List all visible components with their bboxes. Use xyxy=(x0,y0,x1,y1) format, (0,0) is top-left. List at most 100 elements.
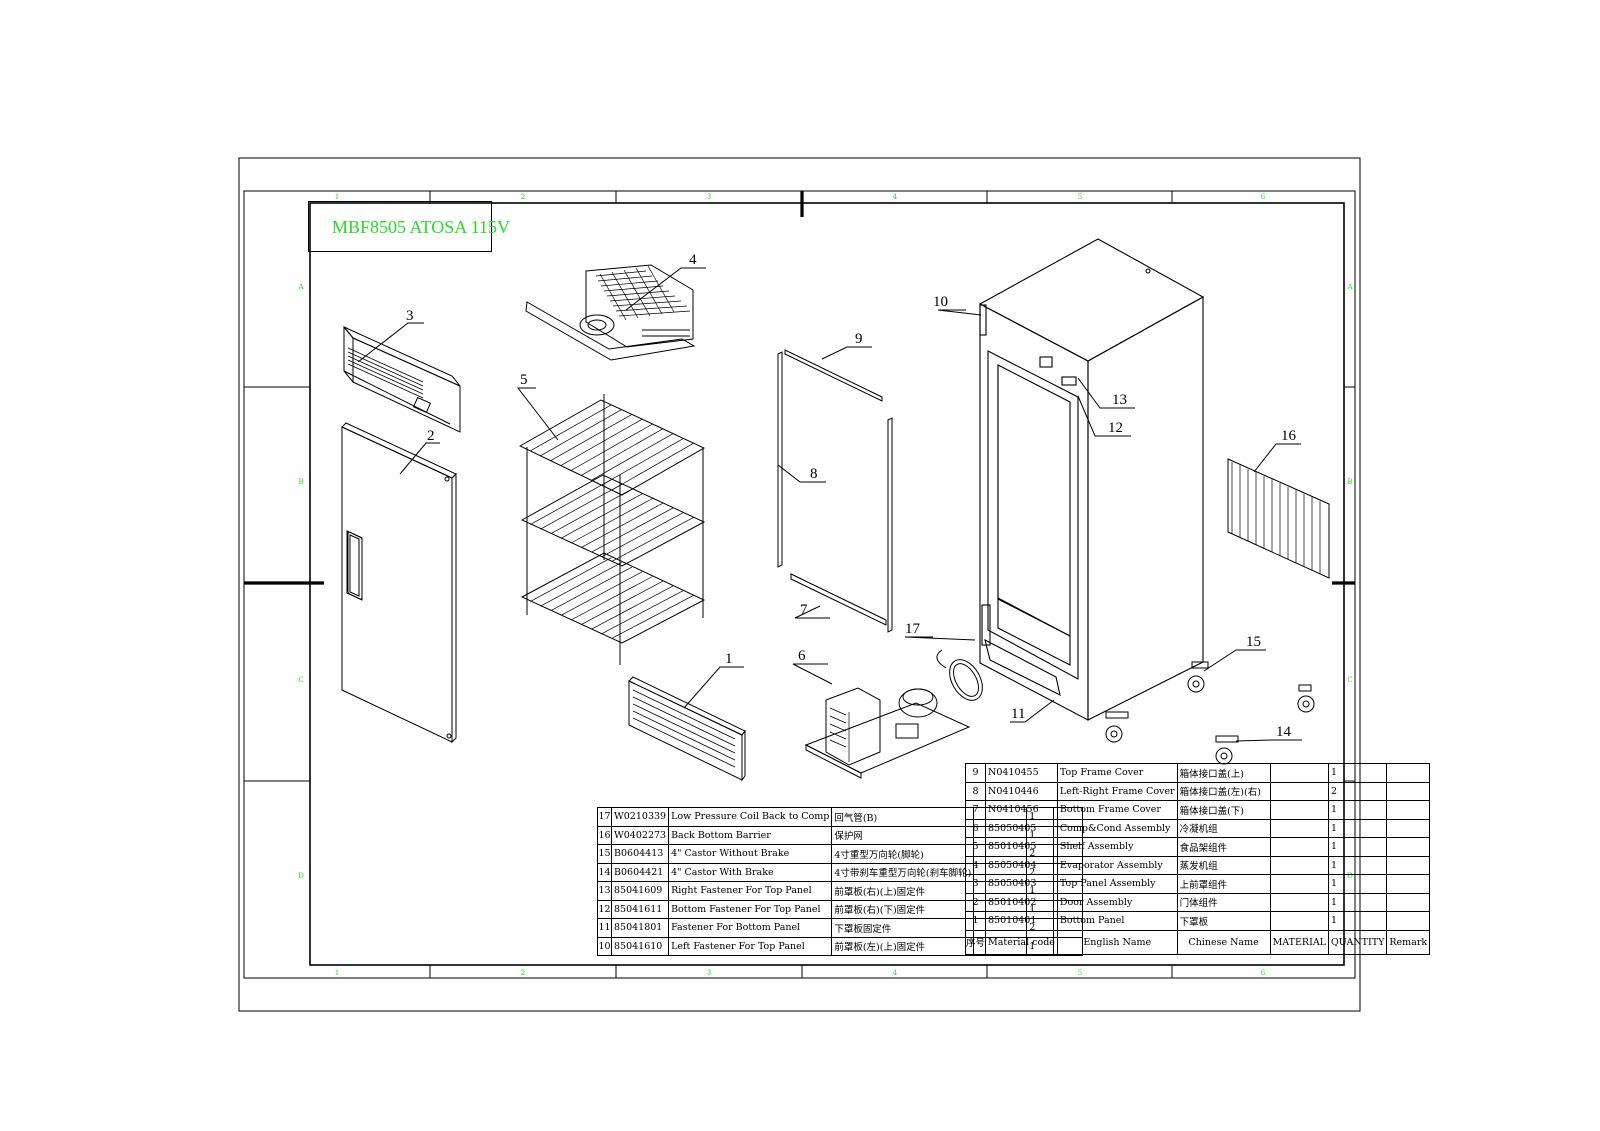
quantity-cell: 1 xyxy=(1327,837,1388,857)
part-4-evaporator xyxy=(525,264,696,361)
shelf-wire xyxy=(560,418,643,466)
remark-cell xyxy=(1053,918,1084,938)
shelf-wire xyxy=(540,409,622,457)
callout-14: 14 xyxy=(1276,724,1292,740)
item-number-cell: 16 xyxy=(597,825,612,845)
remark-cell xyxy=(1386,911,1431,931)
item-number-cell: 11 xyxy=(597,918,612,938)
item-number-cell: 13 xyxy=(597,881,612,901)
quantity-cell: 2 xyxy=(1327,781,1388,801)
chinese-name-cell: 冷凝机组 xyxy=(1176,818,1271,838)
material-header: MATERIAL xyxy=(1269,929,1330,955)
item-number-cell: 12 xyxy=(597,899,612,919)
callout-3: 3 xyxy=(406,308,414,324)
part-17-low-pressure-coil xyxy=(936,649,983,701)
chinese-name-cell: 下罩板 xyxy=(1176,911,1271,931)
chinese-name-header: Chinese Name xyxy=(1176,929,1271,955)
remark-cell xyxy=(1386,800,1431,820)
item-number-cell: 10 xyxy=(597,936,612,956)
drawing-title: MBF8505 ATOSA 115V xyxy=(308,201,510,252)
shelf-wire xyxy=(601,438,684,486)
material-cell xyxy=(973,881,1028,901)
callout-9: 9 xyxy=(855,331,863,347)
shelf-wire xyxy=(550,566,633,612)
zone-label-bottom: 2 xyxy=(521,969,525,977)
zone-label-top: 6 xyxy=(1261,193,1266,201)
callout-4: 4 xyxy=(689,252,697,268)
zone-label-top: 2 xyxy=(521,193,525,201)
chinese-name-cell: 箱体接口盖(左)(右) xyxy=(1176,781,1271,801)
shelf-wire xyxy=(530,479,612,525)
callout-13: 13 xyxy=(1112,392,1127,408)
callout-17: 17 xyxy=(905,621,921,637)
material-code-cell: N0410455 xyxy=(985,763,1058,783)
material-cell xyxy=(1269,781,1330,801)
zone-label-bottom: 6 xyxy=(1261,969,1266,977)
zone-label-bottom: 4 xyxy=(893,969,898,977)
shelf-wire xyxy=(530,404,612,452)
zone-label-bottom: 1 xyxy=(335,969,339,977)
chinese-name-cell: 保护网 xyxy=(831,825,975,845)
quantity-cell: 1 xyxy=(1327,855,1388,875)
english-name-cell: Back Bottom Barrier xyxy=(668,825,833,845)
material-code-cell: W0402273 xyxy=(610,825,670,845)
shelf-wire xyxy=(530,557,612,602)
zone-label-right: B xyxy=(1347,478,1352,486)
remark-cell xyxy=(1053,844,1084,864)
shelf-wire xyxy=(601,512,684,558)
chinese-name-cell: 门体组件 xyxy=(1176,892,1271,912)
part-5-shelf-assembly xyxy=(518,394,706,665)
chinese-name-cell: 食品架组件 xyxy=(1176,837,1271,857)
castors xyxy=(1105,661,1315,765)
shelf-wire xyxy=(601,590,684,635)
quantity-cell: 1 xyxy=(1026,807,1055,827)
shelf-wire xyxy=(581,502,663,548)
shelf-wire xyxy=(591,433,674,481)
remark-cell xyxy=(1386,855,1431,875)
callout-15: 15 xyxy=(1246,634,1261,650)
outer-sheet-border xyxy=(238,157,1361,1012)
zone-label-top: 4 xyxy=(893,193,898,201)
shelf-wire xyxy=(550,488,633,535)
item-number-cell: 8 xyxy=(964,781,987,801)
remark-cell xyxy=(1053,899,1084,919)
remark-cell xyxy=(1386,818,1431,838)
item-number-cell: 15 xyxy=(597,844,612,864)
quantity-cell: 2 xyxy=(1026,844,1055,864)
part-16-back-barrier xyxy=(1227,458,1330,579)
shelf-wire xyxy=(581,580,663,625)
zone-label-left: D xyxy=(298,872,304,880)
shelf-wire xyxy=(611,594,694,639)
callout-5: 5 xyxy=(520,372,528,388)
material-cell xyxy=(1269,874,1330,894)
shelf-wire xyxy=(560,493,643,539)
remark-cell xyxy=(1386,874,1431,894)
shelf-wire xyxy=(550,414,633,462)
material-code-cell: 85041610 xyxy=(610,936,670,956)
zone-label-bottom: 3 xyxy=(707,969,711,977)
part-1-bottom-panel xyxy=(628,676,746,782)
shelf-wire xyxy=(570,423,653,471)
material-cell xyxy=(1269,800,1330,820)
castor-without-brake-15a xyxy=(1187,661,1209,693)
chinese-name-cell: 前罩板(右)(下)固定件 xyxy=(831,899,975,919)
material-cell xyxy=(1269,763,1330,783)
remark-cell xyxy=(1053,807,1084,827)
shelf-wire xyxy=(611,442,694,491)
quantity-cell: 1 xyxy=(1327,800,1388,820)
material-cell xyxy=(973,844,1028,864)
zone-label-left: C xyxy=(298,676,303,684)
quantity-cell: 1 xyxy=(1026,881,1055,901)
english-name-cell: Top Frame Cover xyxy=(1056,763,1178,783)
